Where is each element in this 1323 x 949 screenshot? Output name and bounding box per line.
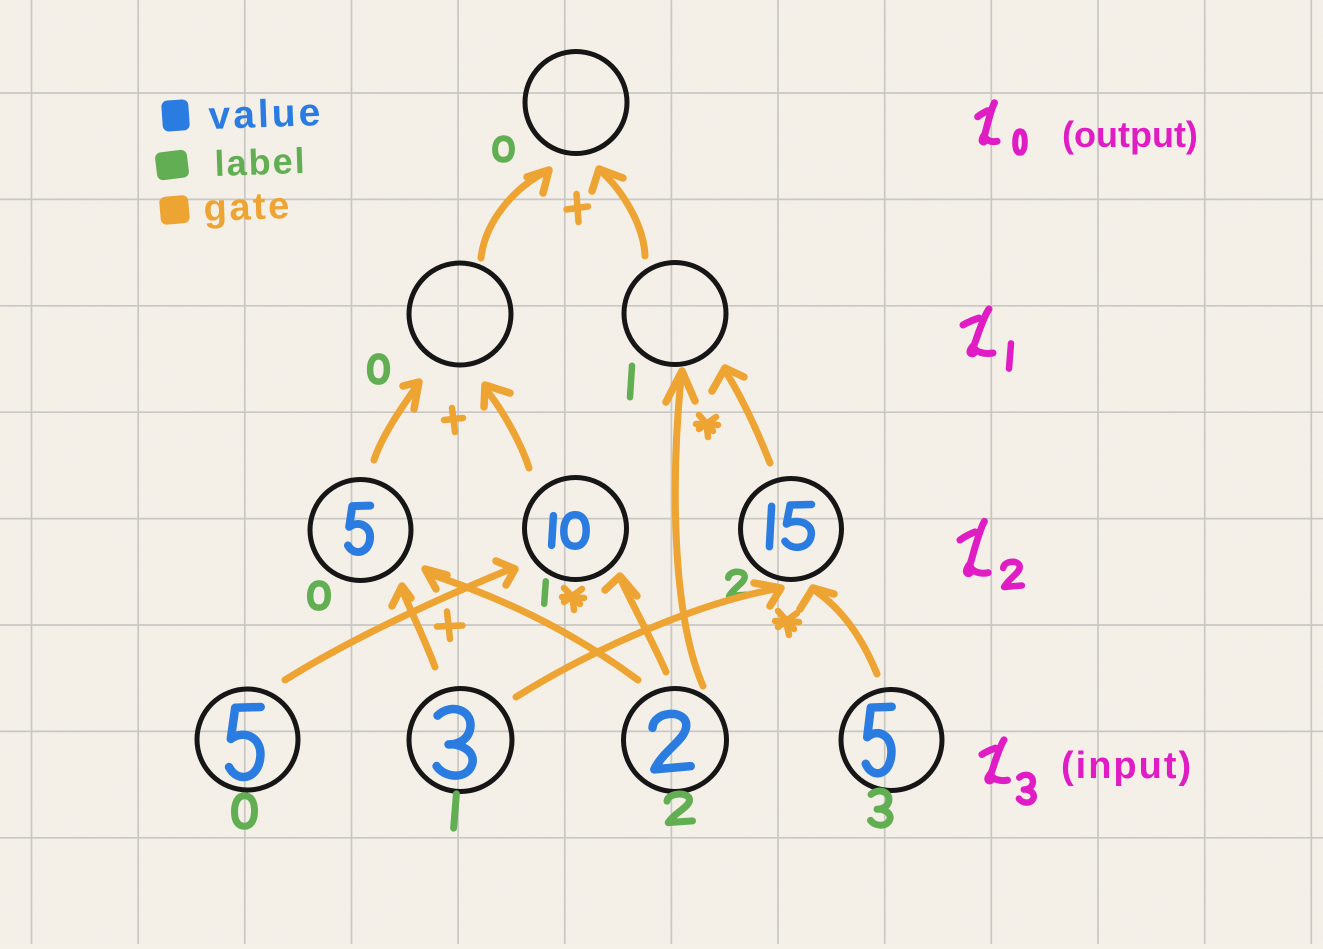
svg-text:gate: gate bbox=[203, 185, 293, 230]
svg-text:(output): (output) bbox=[1062, 114, 1198, 155]
svg-text:label: label bbox=[214, 140, 307, 184]
svg-text:value: value bbox=[208, 91, 324, 138]
svg-text:(input): (input) bbox=[1061, 745, 1193, 787]
